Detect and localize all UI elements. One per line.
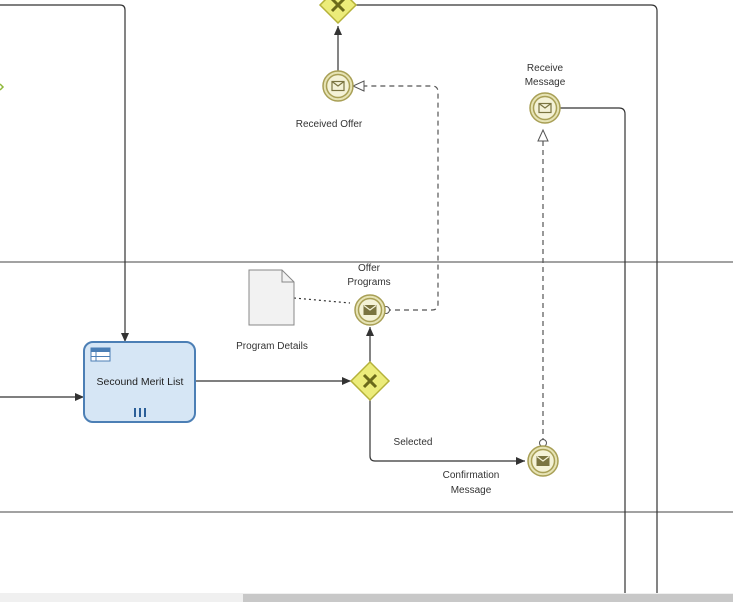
gateway-cross-icon [362,373,378,389]
label-received-offer: Received Offer [296,119,363,130]
sequence-flow-to-task[interactable] [0,4,129,342]
event-offer-programs[interactable] [354,294,386,326]
gateway-cross-icon [330,0,346,13]
edge-marker [0,83,5,91]
event-receive-message[interactable] [529,92,561,124]
message-flow-offer-to-received[interactable] [351,80,439,311]
task-secound-merit-list[interactable] [83,341,196,423]
envelope-icon [331,80,345,92]
envelope-icon [538,102,552,114]
data-object-program-details[interactable] [248,269,295,326]
association-program-details [293,297,351,304]
task-label: Secound Merit List [97,376,184,388]
business-rule-icon [90,347,111,362]
event-confirmation-message[interactable] [527,445,559,477]
exclusive-gateway-selection[interactable] [349,360,391,402]
label-program-details: Program Details [236,341,308,352]
sequence-flow-gateway-top-right[interactable] [356,4,658,593]
label-confirmation-line1: Confirmation [443,470,500,481]
event-received-offer[interactable] [322,70,354,102]
label-confirmation-line2: Message [451,485,492,496]
label-receive-message-line2: Message [525,77,566,88]
label-offer-programs-line2: Programs [347,277,390,288]
envelope-filled-icon [536,456,550,466]
label-receive-message-line1: Receive [527,63,564,74]
label-selected: Selected [394,437,433,448]
label-offer-programs-line1: Offer [358,263,381,274]
envelope-filled-icon [363,305,377,315]
sequence-flow-receive-message-out[interactable] [560,107,626,593]
horizontal-scrollbar-thumb[interactable] [243,594,733,602]
sequence-flow-gateway-to-confirmation[interactable] [369,398,525,465]
exclusive-gateway-top[interactable] [318,0,358,25]
parallel-multi-instance-icon [134,408,146,417]
